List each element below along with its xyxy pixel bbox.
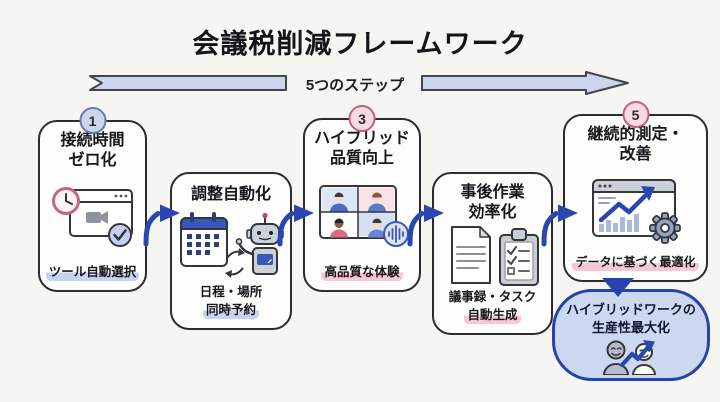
step-card-3: 3 ハイブリッド 品質向上 — [303, 105, 421, 292]
video-call-grid-audio-icon — [312, 169, 412, 263]
step-title-line: ハイブリッド — [314, 130, 410, 147]
step-title: 調整自動化 — [191, 185, 271, 205]
step-title-line: ゼロ化 — [68, 152, 117, 169]
step-result-line: 議事録・タスク — [448, 289, 537, 304]
step-result-highlight: ツール自動選択 — [45, 262, 140, 281]
down-arrow-to-outcome — [602, 278, 634, 297]
step-result-highlight: データに基づく最適化 — [572, 253, 699, 271]
step-card-2: 調整自動化 — [170, 172, 292, 330]
step-title-line: 改善 — [619, 146, 652, 163]
step-title-line: 継続的測定・ — [587, 126, 684, 143]
flow-arrow-4-5 — [541, 204, 578, 247]
step-number-badge: 5 — [622, 101, 649, 128]
step-title: 継続的測定・ 改善 — [587, 125, 683, 165]
step-title-line: 調整自動化 — [190, 186, 271, 203]
step-result-label: ツール自動選択 — [45, 262, 140, 281]
step-result-label: 高品質な体験 — [321, 262, 403, 281]
people-growth-arrow-icon — [599, 333, 663, 376]
outcome-text-line: ハイブリッドワークの — [566, 302, 696, 317]
step-title: ハイブリッド 品質向上 — [314, 129, 410, 169]
step-title-line: 事後作業 — [460, 184, 525, 201]
step-card-5: 5 継続的測定・ 改善 — [563, 101, 708, 282]
step-result-label: 議事録・タスク 自動生成 — [448, 288, 537, 324]
step-title-line: 接続時間 — [60, 132, 125, 149]
step-result-line: 日程・場所 — [199, 284, 263, 299]
step-number-badge: 1 — [79, 107, 106, 134]
five-steps-ribbon-arrow — [86, 64, 634, 102]
step-number-badge: 3 — [348, 105, 376, 132]
clock-browser-video-check-icon — [50, 171, 136, 263]
step-title-line: 品質向上 — [329, 150, 394, 167]
document-checklist-icon — [442, 223, 544, 288]
step-result-label: 日程・場所 同時予約 — [199, 283, 263, 319]
step-title: 事後作業 効率化 — [460, 183, 524, 223]
step-card-4: 事後作業 効率化 — [432, 172, 553, 335]
step-card-1: 1 接続時間 ゼロ化 ツール自動選択 — [38, 107, 147, 292]
step-result-highlight: 自動生成 — [464, 305, 521, 324]
step-result-label: データに基づく最適化 — [572, 253, 699, 271]
flow-arrow-1-2 — [143, 204, 180, 247]
flow-arrow-3-4 — [407, 204, 444, 247]
ribbon-label: 5つのステップ — [305, 77, 405, 94]
step-title-line: 効率化 — [468, 204, 517, 221]
outcome-box: ハイブリッドワークの 生産性最大化 — [552, 289, 710, 381]
step-result-highlight: 高品質な体験 — [321, 262, 403, 281]
step-result-highlight: 同時予約 — [202, 300, 259, 319]
ribbon-arrow-shape — [89, 71, 629, 95]
flow-arrow-2-3 — [277, 204, 314, 247]
calendar-robot-icon — [175, 205, 287, 283]
step-title: 接続時間 ゼロ化 — [60, 131, 124, 171]
outcome-text-line: 生産性最大化 — [591, 319, 670, 335]
page-title: 会議税削減フレームワーク — [192, 29, 528, 59]
analytics-chart-gear-icon — [589, 165, 683, 254]
